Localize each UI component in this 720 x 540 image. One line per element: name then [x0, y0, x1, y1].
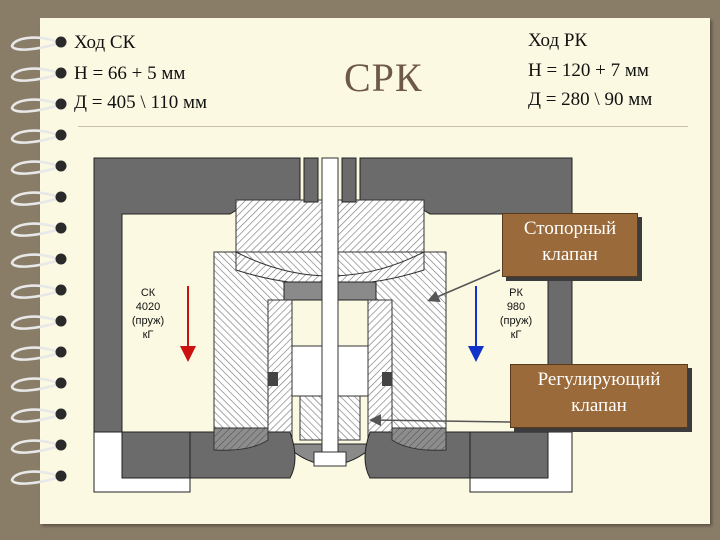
gland-left [303, 157, 319, 203]
outlet-dark-right [469, 431, 549, 479]
binding-hole [55, 439, 67, 451]
binding-ring [10, 67, 59, 82]
sk-force-spring: (пруж) [131, 315, 165, 327]
binding-hole [55, 129, 67, 141]
seat-left-hatch [213, 427, 269, 451]
rk-stroke-height: Н = 120 + 7 мм [528, 60, 649, 81]
binding-hole [55, 160, 67, 172]
stem-nut [313, 451, 347, 467]
binding-ring [10, 377, 59, 392]
title-divider [78, 126, 688, 127]
binding-ring [10, 315, 59, 330]
stop-valve-callout: Стопорный клапан [502, 213, 638, 277]
rk-force-label: РК 980 (пруж) кГ [496, 286, 536, 342]
binding-ring [10, 439, 59, 454]
sk-stroke-height: Н = 66 + 5 мм [74, 63, 186, 84]
rk-force-spring: (пруж) [499, 315, 533, 327]
seal-left [268, 372, 278, 386]
binding-hole [55, 346, 67, 358]
binding-hole [55, 408, 67, 420]
control-valve-callout-line1: Регулирующий [537, 369, 661, 390]
binding-ring [10, 222, 59, 237]
control-valve-callout-line2: клапан [571, 395, 627, 416]
rk-force-unit: кГ [510, 329, 522, 341]
binding-ring [10, 98, 59, 113]
binding-hole [55, 36, 67, 48]
valve-stem [321, 157, 339, 459]
binding-hole [55, 222, 67, 234]
rk-force-value: 980 [506, 301, 526, 313]
binding-hole [55, 470, 67, 482]
binding-hole [55, 315, 67, 327]
binding-hole [55, 253, 67, 265]
binding-ring [10, 253, 59, 268]
binding-ring [10, 160, 59, 175]
sk-force-unit: кГ [142, 329, 154, 341]
rk-force-name: РК [509, 287, 523, 299]
binding-ring [10, 346, 59, 361]
spiral-binding [10, 36, 67, 485]
stop-valve-callout-line1: Стопорный [523, 218, 617, 239]
sk-force-label: СК 4020 (пруж) кГ [128, 286, 168, 342]
binding-ring [10, 36, 59, 51]
binding-hole [55, 98, 67, 110]
binding-ring [10, 470, 59, 485]
gland-right [341, 157, 357, 203]
binding-hole [55, 284, 67, 296]
sk-force-value: 4020 [135, 301, 161, 313]
binding-ring [10, 408, 59, 423]
inner-sleeve-left [267, 299, 293, 441]
rk-stroke-heading: Ход РК [528, 30, 588, 51]
inner-sleeve-right [367, 299, 393, 441]
seat-right-hatch [391, 427, 447, 451]
binding-ring [10, 284, 59, 299]
binding-hole [55, 191, 67, 203]
control-valve-callout: Регулирующий клапан [510, 364, 688, 428]
seal-right [382, 372, 392, 386]
binding-ring [10, 191, 59, 206]
rk-stroke-diameter: Д = 280 \ 90 мм [528, 89, 653, 110]
stop-valve-callout-line2: клапан [542, 244, 598, 265]
sk-stroke-heading: Ход СК [74, 32, 136, 53]
control-valve-leader [369, 414, 511, 427]
sk-force-name: СК [140, 287, 156, 299]
binding-hole [55, 377, 67, 389]
binding-hole [55, 67, 67, 79]
outlet-dark-left [121, 431, 191, 479]
binding-ring [10, 129, 59, 144]
slide-title: СРК [344, 55, 423, 100]
stop-valve-leader [427, 269, 501, 302]
sk-stroke-diameter: Д = 405 \ 110 мм [74, 92, 208, 113]
